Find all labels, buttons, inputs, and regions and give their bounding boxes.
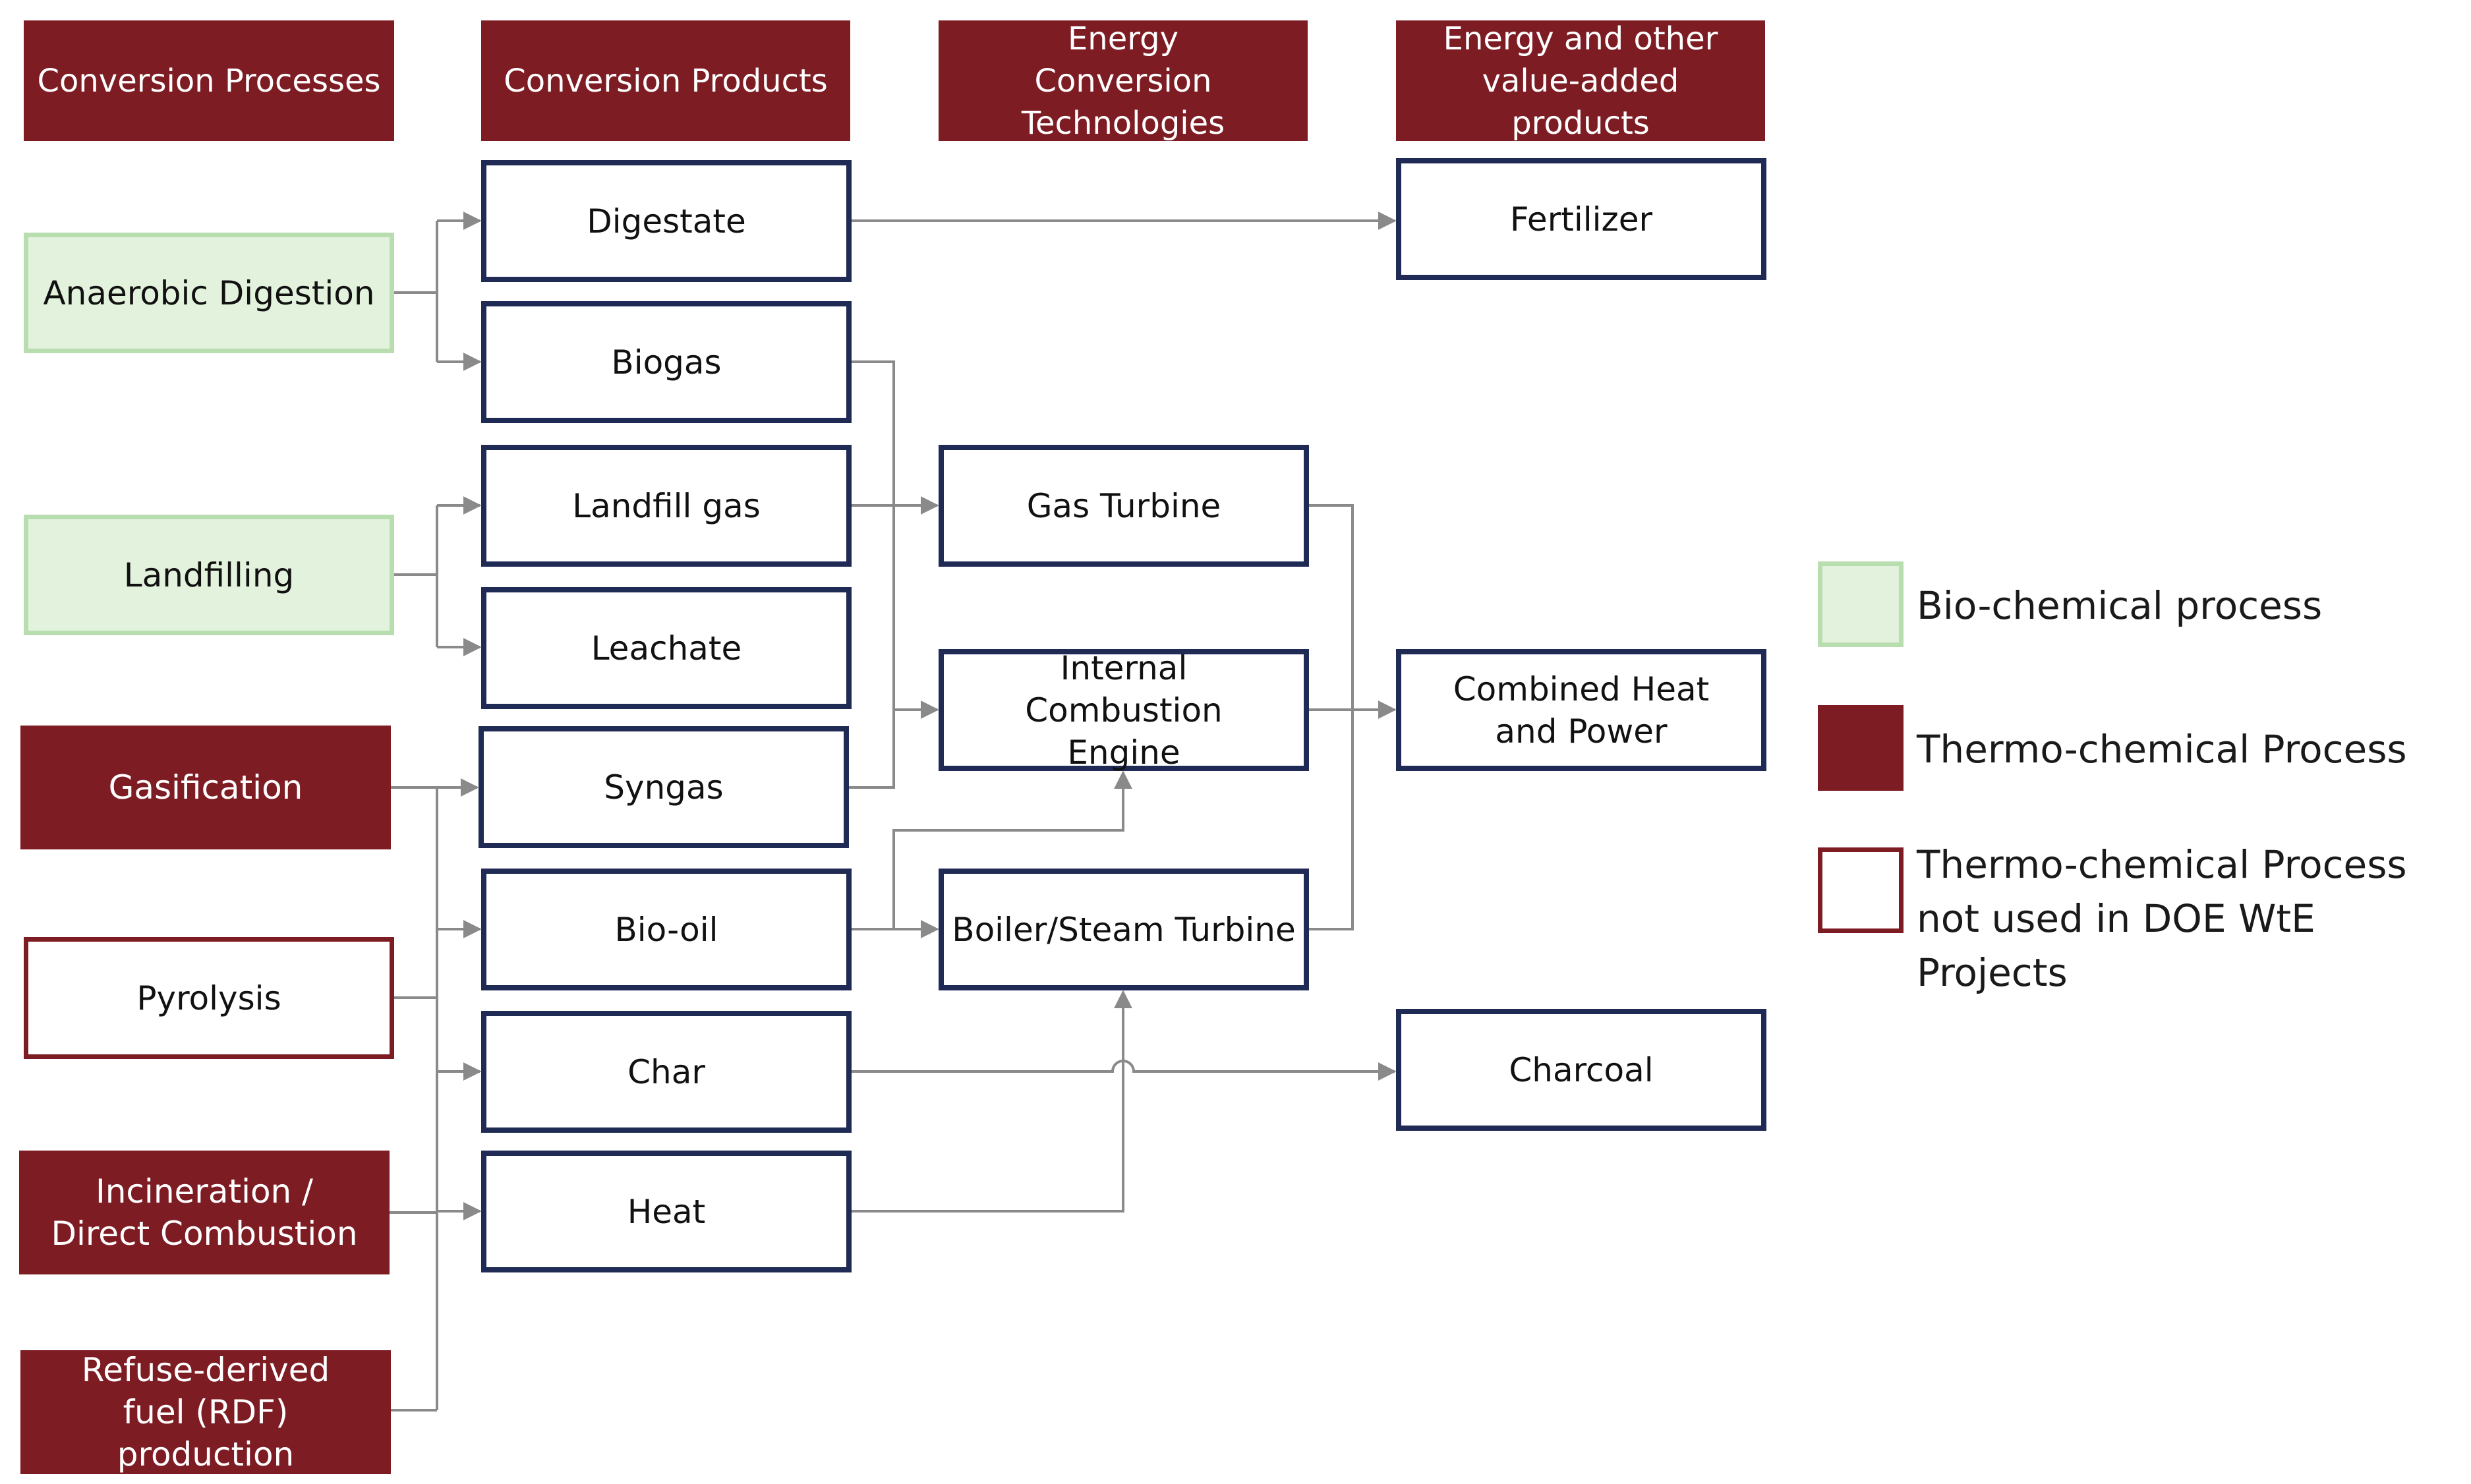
connector-biogas-bus (849, 360, 895, 789)
product-leachate: Leachate (481, 587, 852, 709)
output-combined-heat-and-power: Combined Heat and Power (1396, 649, 1766, 771)
legend-label-thermo: Thermo-chemical Process (1917, 727, 2407, 772)
connector-ad-trunk (394, 221, 438, 362)
process-rdf-production: Refuse-derived fuel (RDF) production (20, 1350, 391, 1474)
legend-label-thermo-not-used: Thermo-chemical Process not used in DOE … (1917, 842, 2407, 995)
product-landfill-gas: Landfill gas (481, 445, 852, 567)
process-anaerobic-digestion: Anaerobic Digestion (24, 233, 394, 353)
header-conversion-processes: Conversion Processes (24, 20, 394, 141)
legend-swatch-thermo (1818, 705, 1904, 791)
output-fertilizer: Fertilizer (1396, 158, 1766, 280)
process-incineration: Incineration / Direct Combustion (19, 1151, 390, 1274)
product-bio-oil: Bio-oil (481, 869, 852, 990)
legend-label-bio: Bio-chemical process (1917, 583, 2323, 628)
process-pyrolysis: Pyrolysis (24, 937, 394, 1059)
connector-heat-boiler (852, 990, 1132, 1213)
product-digestate: Digestate (481, 160, 852, 282)
tech-boiler-steam-turbine: Boiler/Steam Turbine (939, 869, 1309, 990)
legend-swatch-bio (1818, 561, 1904, 647)
product-biogas: Biogas (481, 301, 852, 423)
connector-tech-bus (1309, 504, 1354, 930)
tech-gas-turbine: Gas Turbine (939, 445, 1309, 567)
product-char: Char (481, 1011, 852, 1133)
header-energy-conversion-technologies: Energy Conversion Technologies (939, 20, 1308, 142)
header-energy-outputs: Energy and other value-added products (1396, 20, 1765, 142)
connector-landfilling-trunk (394, 505, 438, 647)
product-syngas: Syngas (479, 726, 849, 848)
header-conversion-products: Conversion Products (481, 20, 850, 141)
process-gasification: Gasification (20, 726, 391, 849)
legend-swatch-thermo-not-used (1818, 847, 1904, 933)
product-heat: Heat (481, 1151, 852, 1272)
process-landfilling: Landfilling (24, 515, 394, 635)
connector-bio-oil-ice (892, 770, 1132, 929)
output-charcoal: Charcoal (1396, 1009, 1766, 1131)
tech-internal-combustion-engine: Internal Combustion Engine (939, 649, 1309, 772)
